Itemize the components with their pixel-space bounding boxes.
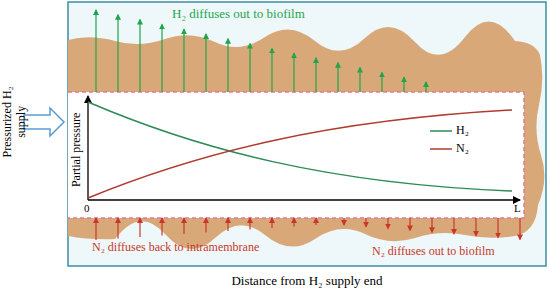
legend-text: H₂: [456, 124, 469, 138]
x-axis: [88, 199, 520, 200]
flux-arrow: [337, 63, 338, 92]
axis-tick: 0: [84, 202, 90, 215]
flux-label: N₂ diffuses back to intramembrane: [92, 241, 267, 255]
n2-flux-arrows: [96, 218, 520, 240]
flux-arrow: [365, 218, 366, 227]
flux-arrow: [453, 218, 454, 234]
n2-curve: [88, 110, 512, 198]
flux-arrow: [403, 77, 404, 92]
legend-line: [430, 148, 452, 150]
flux-arrow: [139, 20, 140, 92]
h2-flux-arrows: [96, 10, 426, 92]
flux-arrow: [117, 15, 118, 92]
flux-label: N₂ diffuses out to biofilm: [372, 245, 495, 259]
flux-arrow: [425, 82, 426, 92]
flux-arrow: [183, 218, 184, 234]
flux-arrow: [431, 218, 432, 232]
axis-title: Partial pressure: [70, 95, 84, 205]
flux-arrow: [183, 29, 184, 92]
flux-arrow: [227, 218, 228, 231]
flux-arrow: [161, 218, 162, 236]
membrane-lumen: [68, 92, 524, 218]
flux-arrow: [409, 218, 410, 230]
flux-arrow: [271, 48, 272, 92]
flux-arrow: [387, 218, 388, 229]
membrane-wall: [68, 92, 524, 218]
flux-arrow: [205, 34, 206, 92]
flux-arrow: [161, 24, 162, 92]
flux-arrow: [497, 218, 498, 238]
flux-arrow: [293, 53, 294, 92]
reactor-panel: [68, 2, 546, 266]
flux-arrow: [475, 218, 476, 236]
flux-arrow: [249, 218, 250, 230]
flux-arrow: [139, 218, 140, 237]
flux-arrow: [95, 10, 96, 92]
flux-arrow: [227, 39, 228, 92]
h2-curve: [88, 102, 512, 191]
supply-arrow: [24, 108, 64, 136]
legend-line: [430, 130, 452, 132]
y-axis: [87, 96, 88, 200]
axis-title: Distance from H₂ supply end: [231, 274, 382, 289]
flux-arrow: [343, 218, 344, 225]
flux-arrow: [271, 218, 272, 228]
flux-arrow: [315, 58, 316, 92]
flux-arrow: [381, 72, 382, 92]
flux-arrow: [519, 218, 520, 239]
flux-arrow: [315, 218, 316, 225]
flux-arrow: [359, 68, 360, 92]
flux-arrow: [249, 44, 250, 92]
axis-tick: L: [514, 202, 521, 215]
flux-arrow: [293, 218, 294, 227]
flux-arrow: [95, 218, 96, 240]
flux-arrow: [205, 218, 206, 233]
legend-text: N₂: [456, 142, 469, 156]
flux-label: H₂ diffuses out to biofilm: [172, 7, 305, 22]
supply-label: Pressurized H₂ supply: [1, 86, 29, 158]
flux-arrow: [117, 218, 118, 239]
